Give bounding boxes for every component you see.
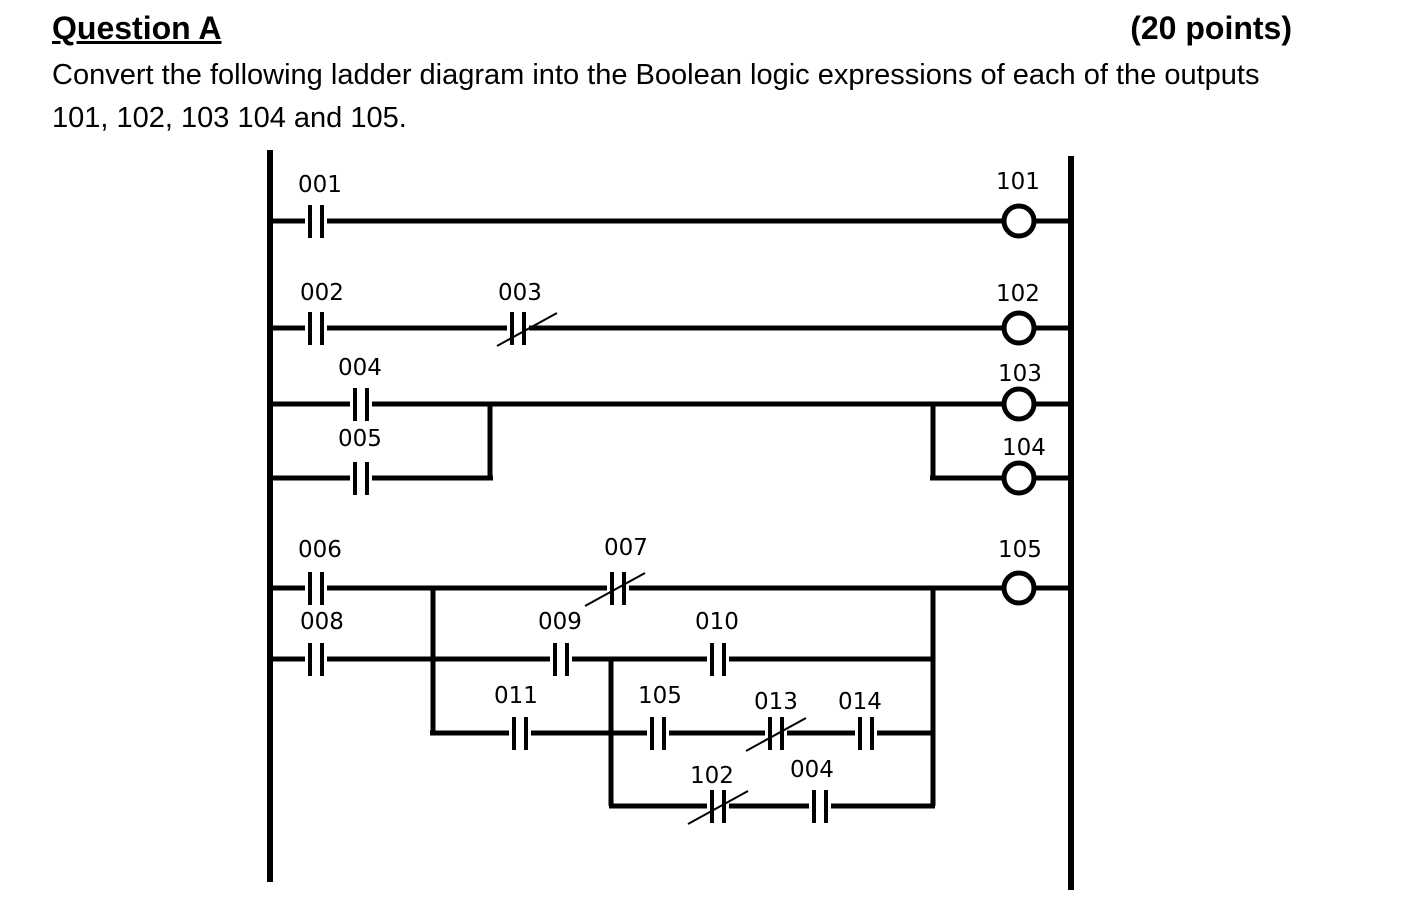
coil-102 [1001, 310, 1037, 346]
label-007: 007 [604, 535, 648, 561]
contact-011 [512, 717, 528, 750]
contact-001 [308, 205, 324, 238]
contact-003-nc [496, 312, 558, 347]
label-008: 008 [300, 609, 344, 635]
coil-104 [1001, 460, 1037, 496]
contact-009 [553, 643, 569, 676]
contact-006 [308, 572, 324, 605]
label-014: 014 [838, 689, 882, 715]
label-102-contact: 102 [690, 763, 734, 789]
label-coil-105: 105 [998, 537, 1042, 563]
label-105-contact: 105 [638, 683, 682, 709]
label-004: 004 [338, 355, 382, 381]
question-text: Convert the following ladder diagram int… [52, 59, 1260, 134]
contact-013-nc [745, 717, 807, 752]
contact-007-nc [584, 572, 646, 607]
coil-101 [1001, 203, 1037, 239]
rung-3 [270, 401, 1071, 481]
label-013: 013 [754, 689, 798, 715]
label-004b: 004 [790, 757, 834, 783]
label-009: 009 [538, 609, 582, 635]
label-001: 001 [298, 172, 342, 198]
coil-105 [1001, 570, 1037, 606]
contact-004 [353, 388, 369, 421]
label-002: 002 [300, 280, 344, 306]
label-coil-102: 102 [996, 281, 1040, 307]
label-006: 006 [298, 537, 342, 563]
label-coil-103: 103 [998, 361, 1042, 387]
contact-005 [353, 462, 369, 495]
label-coil-101: 101 [996, 169, 1040, 195]
contact-004b [812, 790, 828, 823]
contact-102-nc [687, 790, 749, 825]
contact-105 [650, 717, 666, 750]
label-005: 005 [338, 426, 382, 452]
question-points: (20 points) [1130, 10, 1292, 46]
label-003: 003 [498, 280, 542, 306]
label-010: 010 [695, 609, 739, 635]
label-011: 011 [494, 683, 538, 709]
label-coil-104: 104 [1002, 435, 1046, 461]
rung-4 [270, 585, 1071, 809]
contact-008 [308, 643, 324, 676]
contact-002 [308, 312, 324, 345]
coil-103 [1001, 386, 1037, 422]
question-title: Question A [52, 10, 222, 46]
contact-014 [858, 717, 874, 750]
contact-010 [710, 643, 726, 676]
